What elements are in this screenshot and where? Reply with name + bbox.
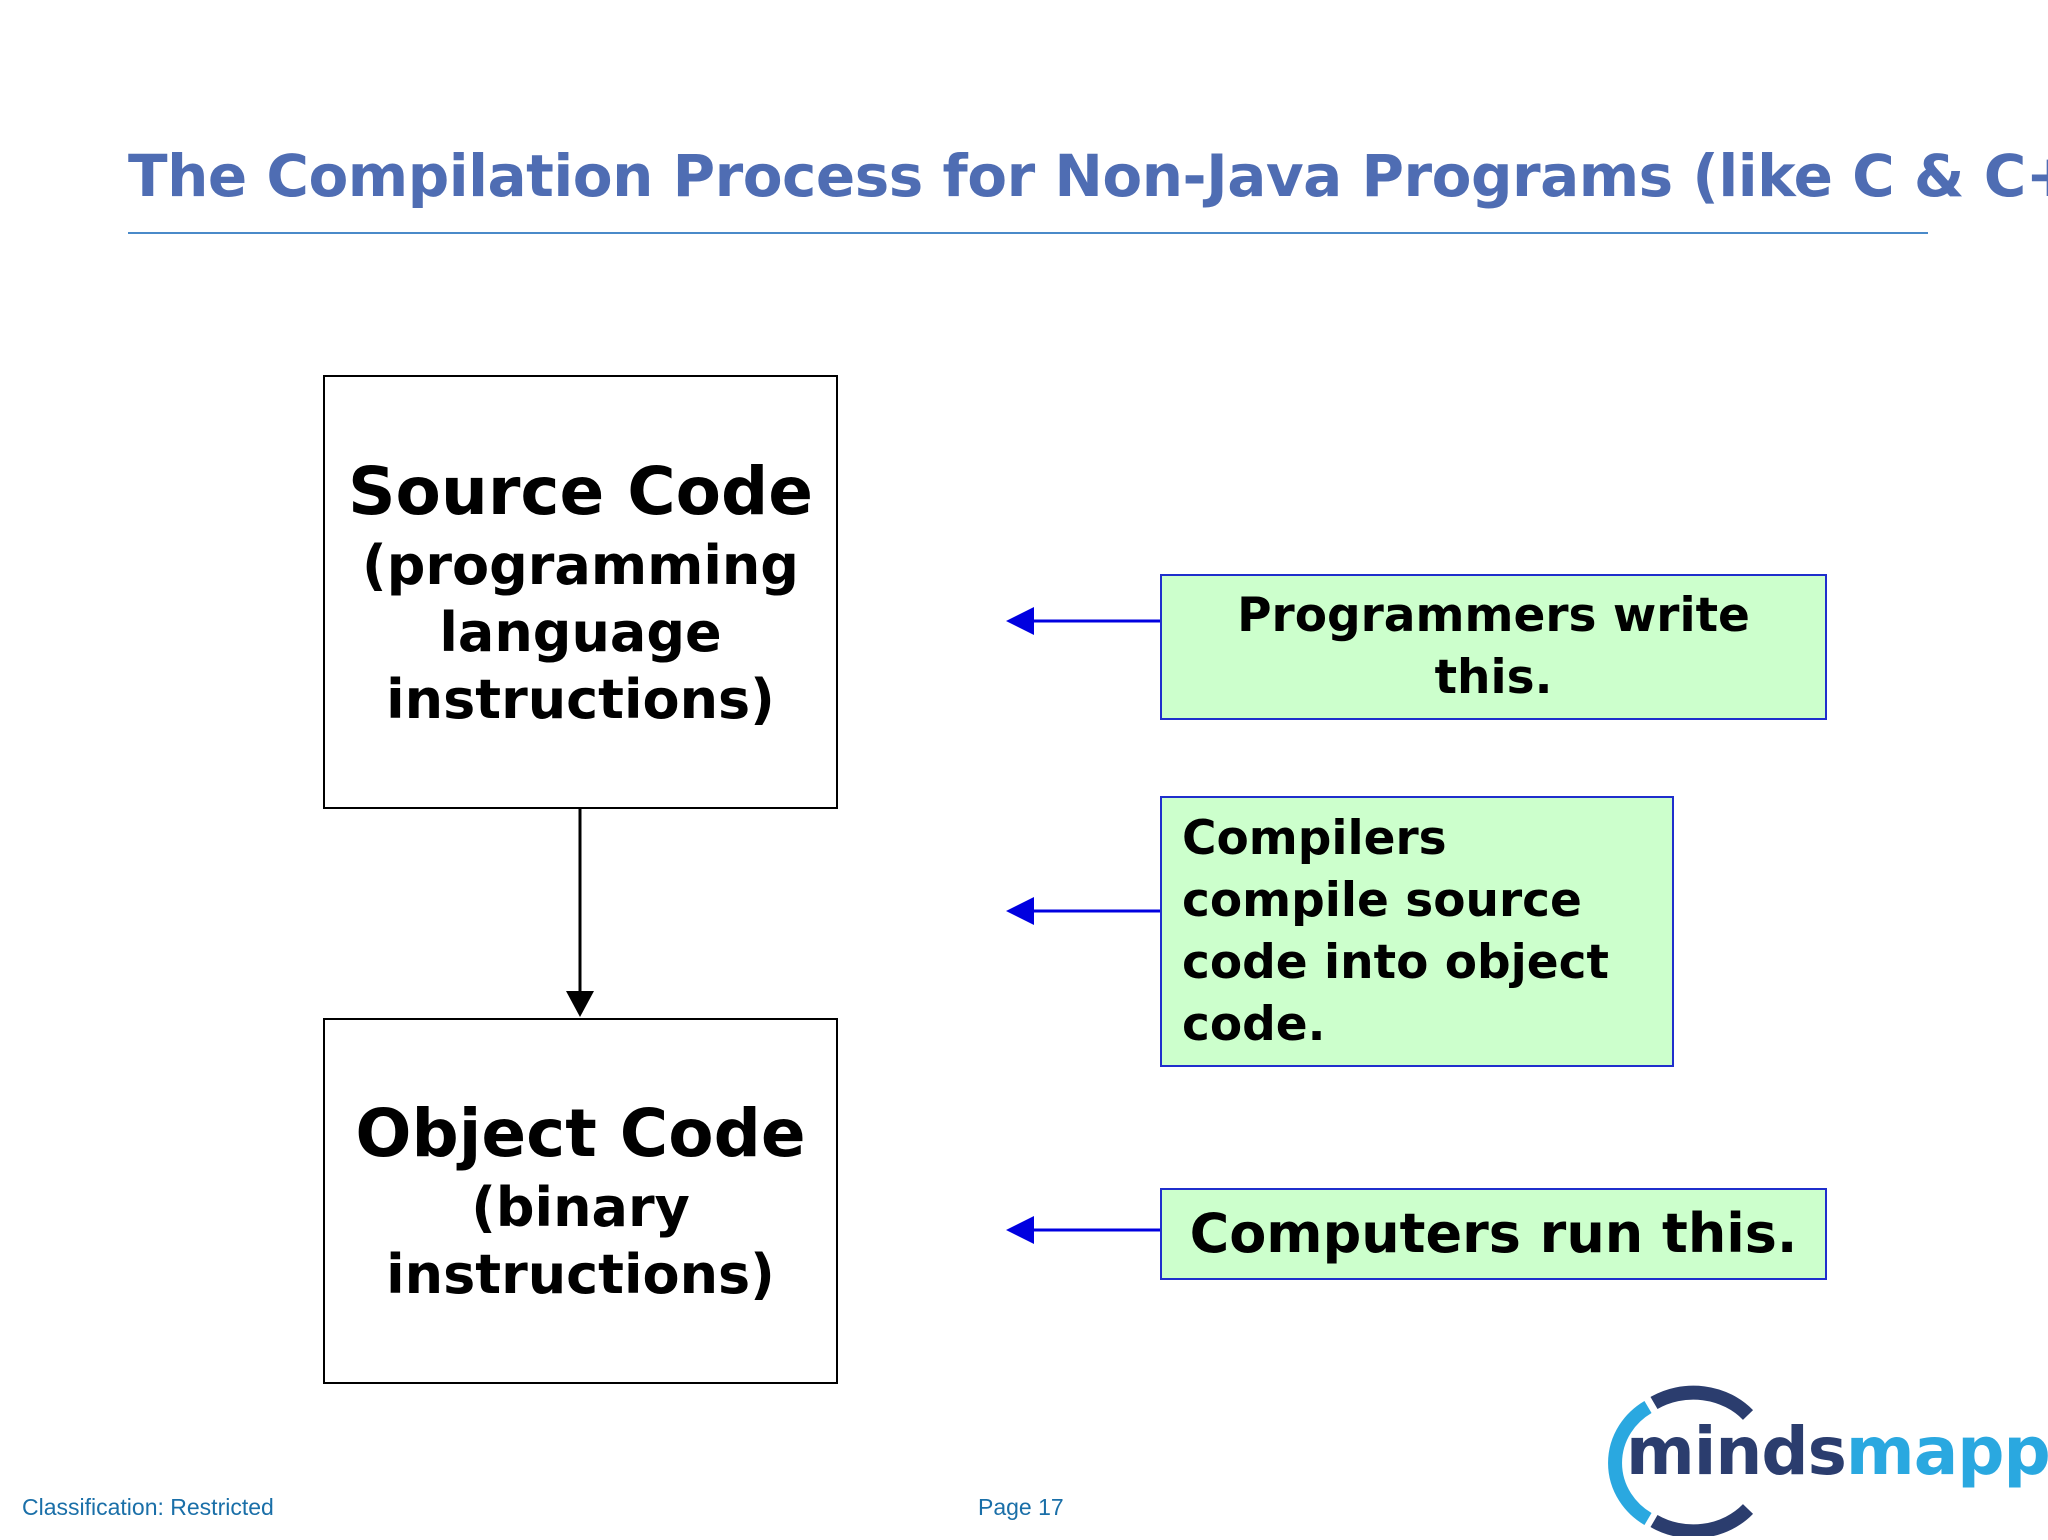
- note-computers: Computers run this.: [1160, 1188, 1827, 1280]
- note-compilers: Compilers compile source code into objec…: [1160, 796, 1674, 1067]
- pointer-arrowhead-programmers: [1006, 607, 1034, 635]
- pointer-arrowhead-computers: [1006, 1216, 1034, 1244]
- logo-wordmark-part1: minds: [1626, 1413, 1847, 1490]
- slide-title: The Compilation Process for Non-Java Pro…: [128, 142, 2048, 210]
- footer-classification: Classification: Restricted: [22, 1494, 274, 1520]
- flow-arrowhead: [566, 991, 594, 1017]
- object-code-box: Object Code (binary instructions): [323, 1018, 838, 1384]
- source-code-box: Source Code (programming language instru…: [323, 375, 838, 809]
- source-code-subtitle: (programming language instructions): [362, 533, 799, 731]
- logo-ring-icon: [1608, 1385, 1754, 1539]
- source-code-title: Source Code: [347, 452, 814, 530]
- logo-wordmark-part2: mapped: [1845, 1413, 2048, 1490]
- footer-page-number: Page 17: [978, 1494, 1064, 1520]
- note-computers-text: Computers run this.: [1189, 1202, 1798, 1265]
- note-programmers-text: Programmers write this.: [1237, 588, 1750, 705]
- pointer-arrowhead-compilers: [1006, 897, 1034, 925]
- logo-wordmark: mindsmapped: [1626, 1413, 2048, 1490]
- title-divider: [128, 232, 1928, 234]
- note-compilers-text: Compilers compile source code into objec…: [1182, 810, 1609, 1052]
- note-programmers: Programmers write this.: [1160, 574, 1827, 720]
- mindsmapped-logo: mindsmapped: [1588, 1385, 2048, 1539]
- object-code-title: Object Code: [355, 1095, 806, 1172]
- object-code-subtitle: (binary instructions): [386, 1176, 775, 1306]
